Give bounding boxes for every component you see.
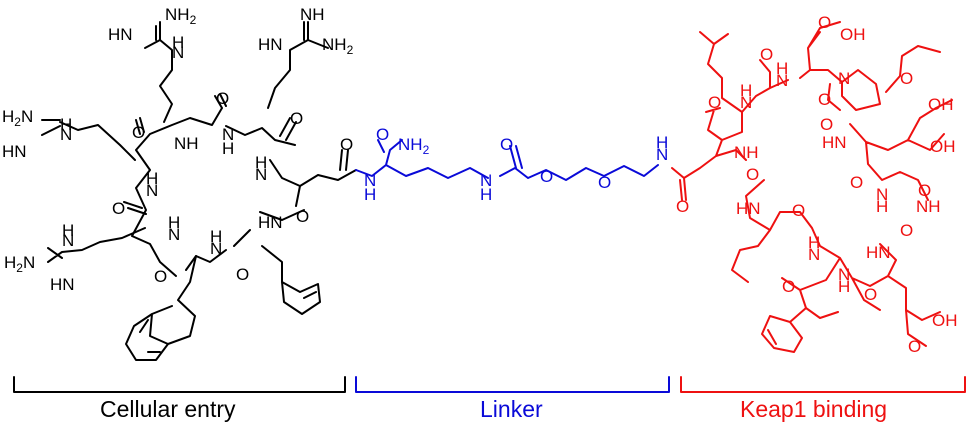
- svg-text:H2N: H2N: [4, 253, 35, 275]
- svg-text:OH: OH: [930, 137, 956, 156]
- keap1-bracket: [680, 376, 966, 393]
- linker-fragment: N H O NH2 N H O O O N H: [355, 125, 668, 204]
- svg-text:O: O: [112, 199, 125, 218]
- svg-text:H: H: [168, 213, 180, 232]
- svg-text:O: O: [340, 135, 353, 154]
- svg-text:O: O: [818, 90, 831, 109]
- svg-text:N: N: [838, 265, 850, 284]
- svg-text:O: O: [598, 173, 611, 192]
- svg-text:O: O: [900, 221, 913, 240]
- svg-text:NH: NH: [300, 5, 325, 24]
- svg-text:N: N: [838, 69, 850, 88]
- svg-text:H: H: [876, 197, 888, 216]
- svg-text:N: N: [172, 43, 184, 62]
- svg-text:H: H: [210, 227, 222, 246]
- cell-entry-label: Cellular entry: [100, 396, 236, 422]
- svg-text:O: O: [236, 265, 249, 284]
- linker-label: Linker: [480, 396, 543, 422]
- svg-text:H: H: [656, 133, 668, 152]
- svg-text:O: O: [746, 165, 759, 184]
- svg-text:N: N: [656, 145, 668, 164]
- svg-text:O: O: [676, 197, 689, 216]
- svg-text:N: N: [776, 71, 788, 90]
- svg-text:O: O: [290, 109, 303, 128]
- svg-text:N: N: [146, 181, 158, 200]
- svg-text:O: O: [216, 89, 229, 108]
- svg-text:H: H: [740, 81, 752, 100]
- svg-text:N: N: [168, 225, 180, 244]
- svg-text:O: O: [782, 277, 795, 296]
- svg-text:O: O: [296, 207, 309, 226]
- svg-text:H: H: [808, 233, 820, 252]
- svg-text:O: O: [820, 115, 833, 134]
- svg-text:NH2: NH2: [398, 135, 430, 157]
- svg-text:O: O: [908, 337, 921, 356]
- svg-text:N: N: [808, 245, 820, 264]
- svg-text:O: O: [154, 267, 167, 286]
- svg-text:H: H: [62, 221, 74, 240]
- svg-text:HN: HN: [866, 243, 891, 262]
- keap1-fragment: O N H O NH O N H O OH O N O OH O HN OH O…: [671, 13, 958, 356]
- svg-text:N: N: [740, 93, 752, 112]
- svg-text:H: H: [222, 139, 234, 158]
- svg-text:OH: OH: [928, 95, 954, 114]
- svg-text:H: H: [776, 59, 788, 78]
- svg-text:H: H: [364, 185, 376, 204]
- svg-text:O: O: [540, 167, 553, 186]
- svg-text:HN: HN: [258, 35, 283, 54]
- linker-bracket: [355, 376, 670, 393]
- svg-text:HN: HN: [2, 142, 27, 161]
- svg-text:H: H: [60, 115, 72, 134]
- svg-text:H: H: [838, 277, 850, 296]
- svg-text:NH: NH: [916, 197, 941, 216]
- svg-text:HN: HN: [258, 213, 283, 232]
- svg-text:N: N: [210, 239, 222, 258]
- svg-text:HN: HN: [108, 25, 133, 44]
- svg-text:OH: OH: [840, 25, 866, 44]
- svg-text:NH2: NH2: [322, 35, 354, 57]
- svg-text:O: O: [850, 173, 863, 192]
- svg-text:O: O: [132, 123, 145, 142]
- svg-text:N: N: [364, 171, 376, 190]
- cell-entry-bracket: [13, 376, 346, 393]
- svg-text:H: H: [480, 185, 492, 204]
- svg-text:NH: NH: [174, 134, 199, 153]
- svg-text:O: O: [376, 125, 389, 144]
- svg-text:N: N: [60, 125, 72, 144]
- svg-text:N: N: [222, 125, 234, 144]
- svg-text:O: O: [792, 201, 805, 220]
- svg-text:O: O: [500, 135, 513, 154]
- svg-text:HN: HN: [822, 133, 847, 152]
- svg-text:H: H: [172, 33, 184, 52]
- svg-text:H2N: H2N: [2, 107, 33, 129]
- svg-text:HN: HN: [736, 199, 761, 218]
- keap1-label: Keap1 binding: [740, 396, 888, 422]
- svg-text:NH: NH: [734, 143, 759, 162]
- svg-text:H: H: [255, 153, 267, 172]
- svg-text:N: N: [876, 185, 888, 204]
- svg-text:O: O: [818, 13, 831, 32]
- svg-text:N: N: [480, 171, 492, 190]
- svg-text:HN: HN: [50, 275, 75, 294]
- svg-text:OH: OH: [932, 311, 958, 330]
- svg-text:H: H: [146, 169, 158, 188]
- svg-text:O: O: [918, 181, 931, 200]
- svg-text:N: N: [62, 231, 74, 250]
- svg-text:N: N: [255, 165, 267, 184]
- svg-text:O: O: [760, 45, 773, 64]
- svg-text:O: O: [864, 285, 877, 304]
- svg-text:O: O: [900, 69, 913, 88]
- cell-entry-fragment: NH2 HN N H NH HN NH2 H2N HN N H H2N HN N…: [2, 5, 357, 361]
- svg-text:NH2: NH2: [165, 5, 197, 27]
- svg-text:O: O: [708, 93, 721, 112]
